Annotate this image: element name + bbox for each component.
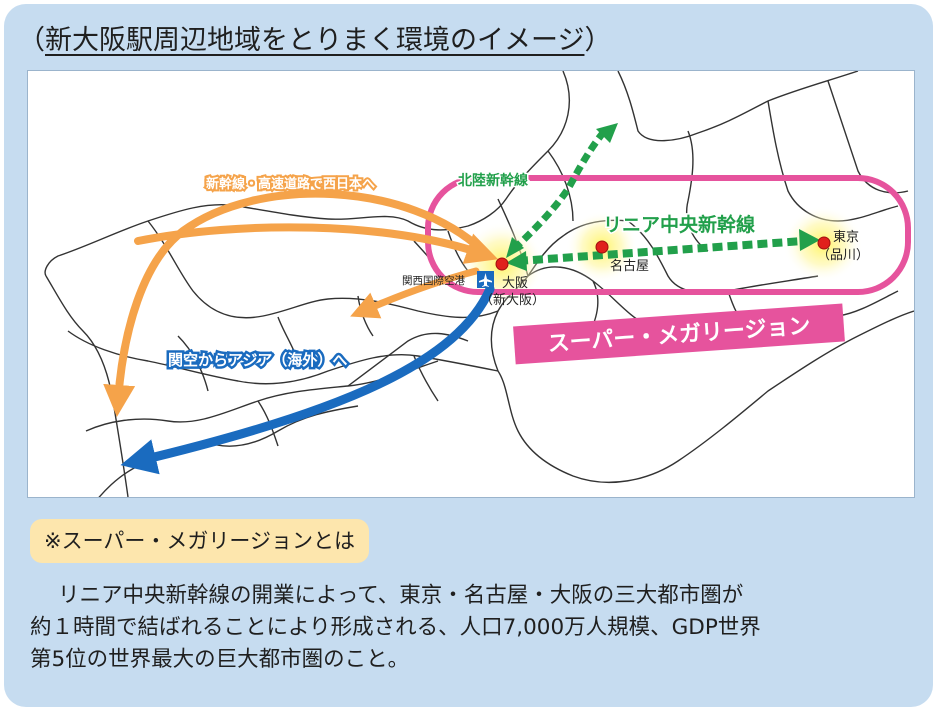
description-line-2: 約１時間で結ばれることにより形成される、人口7,000万人規模、GDP世界 [30, 615, 761, 640]
map-svg: 新幹線・高速道路で西日本へ 北陸新幹線 リニア中央新幹線 関西国際空港 大阪 （… [44, 71, 914, 497]
megaregion-banner: スーパー・メガリージョン [513, 303, 845, 365]
description-line-1: リニア中央新幹線の開業によって、東京・名古屋・大阪の三大都市圏が [58, 583, 744, 608]
hokuriku-arrowhead-north [596, 123, 618, 143]
hokuriku-line [511, 126, 609, 252]
title-open-paren: （ [18, 25, 45, 56]
title-text: 新大阪駅周辺地域をとりまく環境のイメージ [45, 25, 585, 56]
city-marker-nagoya [595, 240, 609, 254]
megaregion-banner-bg [513, 303, 845, 365]
map-area: 新幹線・高速道路で西日本へ 北陸新幹線 リニア中央新幹線 関西国際空港 大阪 （… [27, 70, 915, 498]
megaregion-outline [425, 175, 911, 295]
label-shinkansen-west: 新幹線・高速道路で西日本へ [206, 176, 375, 192]
callout-heading: ※スーパー・メガリージョンとは [30, 519, 369, 563]
arrow-to-osaka [134, 223, 499, 264]
title-close-paren: ） [584, 25, 612, 56]
hokuriku-arrowhead-osaka [506, 237, 524, 258]
label-hokuriku: 北陸新幹線 [458, 172, 528, 189]
description-line-3: 第5位の世界最大の巨大都市圏のこと。 [30, 647, 410, 672]
city-marker-tokyo [817, 236, 831, 250]
label-tokyo: 東京 [833, 229, 859, 245]
arrow-shikoku [350, 267, 480, 319]
linear-arrowhead-tokyo [799, 229, 820, 251]
airplane-icon [477, 271, 494, 288]
linear-arrowhead-osaka [506, 251, 527, 271]
label-asia: 関空からアジア（海外）へ [168, 351, 347, 369]
label-nagoya: 名古屋 [610, 258, 649, 274]
page-title: （新大阪駅周辺地域をとりまく環境のイメージ） [18, 18, 611, 57]
label-kansai-airport: 関西国際空港 [402, 274, 465, 287]
city-marker-osaka [495, 257, 509, 271]
label-osaka: 大阪 [502, 276, 528, 291]
description: リニア中央新幹線の開業によって、東京・名古屋・大阪の三大都市圏が 約１時間で結ば… [30, 580, 910, 676]
label-linear: リニア中央新幹線 [603, 213, 755, 236]
arrow-west-north [103, 189, 487, 417]
linear-line [517, 237, 804, 265]
label-shinagawa: （品川） [817, 248, 869, 263]
arrow-asia [120, 284, 495, 475]
label-shin-osaka: （新大阪） [480, 292, 545, 308]
